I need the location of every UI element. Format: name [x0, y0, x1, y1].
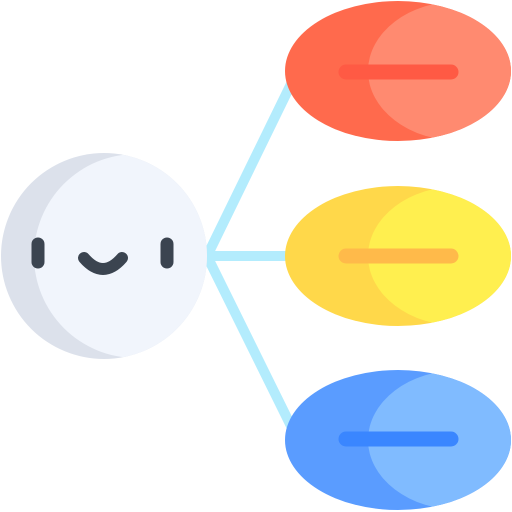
yellow-pill-icon — [285, 186, 511, 326]
connector-lines — [205, 77, 297, 433]
face-highlight — [34, 154, 207, 358]
connector-bottom — [205, 257, 297, 433]
mouth — [78, 252, 128, 275]
connector-top — [205, 77, 297, 255]
smiling-face-icon — [1, 153, 207, 359]
blue-pill-icon — [285, 370, 511, 510]
red-pill-icon — [285, 1, 511, 141]
